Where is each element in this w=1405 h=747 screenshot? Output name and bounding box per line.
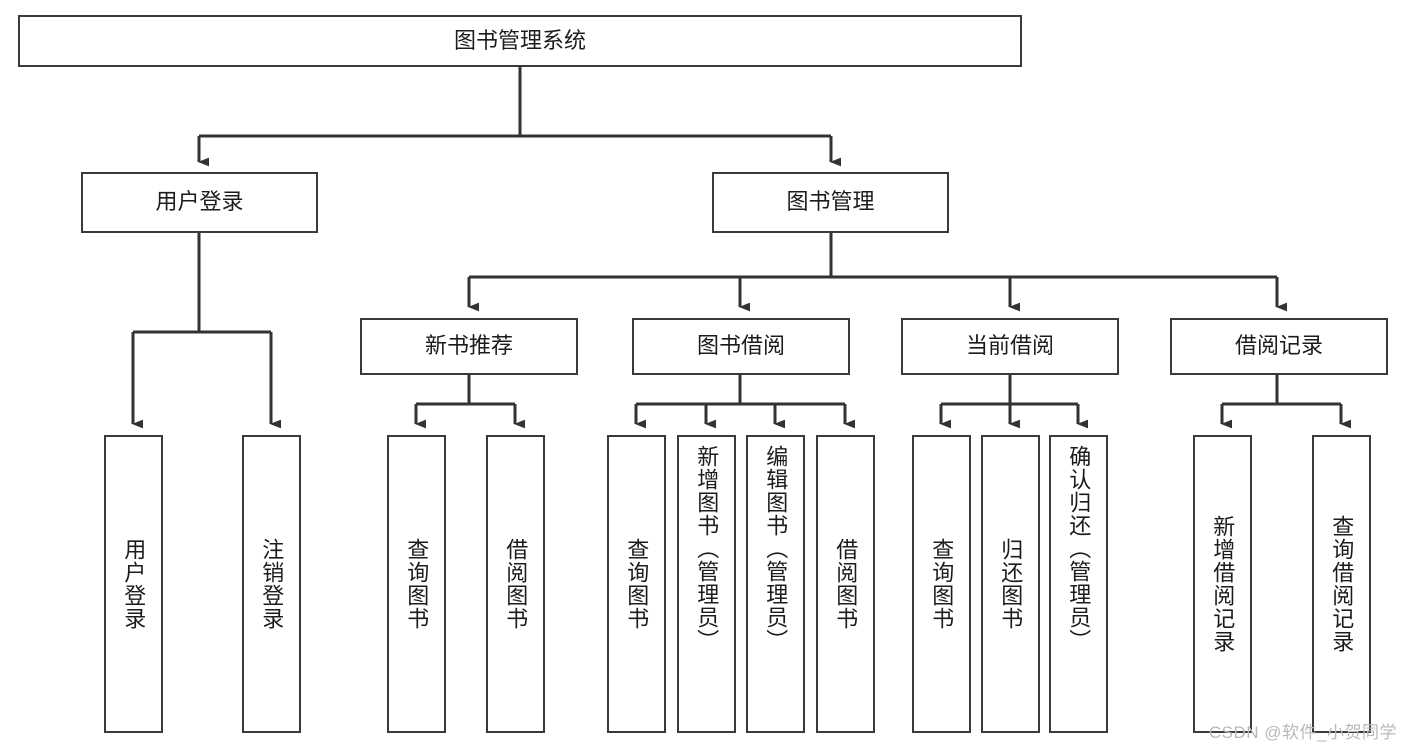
leaf-return-book[interactable]: 归还图书 — [981, 435, 1040, 733]
node-new-book-recommend[interactable]: 新书推荐 — [360, 318, 578, 375]
leaf-edit-book-label: 编辑图书（管理员） — [763, 445, 789, 652]
leaf-user-login-label: 用户登录 — [121, 538, 147, 630]
node-user-login[interactable]: 用户登录 — [81, 172, 318, 233]
leaf-query-book-1[interactable]: 查询图书 — [387, 435, 446, 733]
leaf-query-book-1-label: 查询图书 — [404, 538, 430, 630]
node-book-borrow-label: 图书借阅 — [696, 333, 785, 359]
watermark: CSDN @软件_小贺同学 — [1208, 723, 1397, 742]
leaf-borrow-book-1-label: 借阅图书 — [503, 538, 529, 630]
leaf-query-book-2-label: 查询图书 — [624, 538, 650, 630]
node-borrow-record-label: 借阅记录 — [1234, 333, 1323, 359]
node-borrow-record[interactable]: 借阅记录 — [1170, 318, 1388, 375]
leaf-query-book-3[interactable]: 查询图书 — [912, 435, 971, 733]
leaf-return-book-label: 归还图书 — [998, 538, 1024, 630]
leaf-query-record[interactable]: 查询借阅记录 — [1312, 435, 1371, 733]
leaf-add-book-label: 新增图书（管理员） — [694, 445, 720, 652]
node-book-management-label: 图书管理 — [786, 189, 875, 215]
leaf-add-record-label: 新增借阅记录 — [1210, 515, 1236, 653]
leaf-add-book[interactable]: 新增图书（管理员） — [677, 435, 736, 733]
node-new-book-recommend-label: 新书推荐 — [424, 333, 513, 359]
leaf-borrow-book-2-label: 借阅图书 — [833, 538, 859, 630]
leaf-query-book-2[interactable]: 查询图书 — [607, 435, 666, 733]
leaf-borrow-book-2[interactable]: 借阅图书 — [816, 435, 875, 733]
leaf-logout[interactable]: 注销登录 — [242, 435, 301, 733]
node-current-borrow[interactable]: 当前借阅 — [901, 318, 1119, 375]
leaf-query-book-3-label: 查询图书 — [929, 538, 955, 630]
leaf-confirm-return[interactable]: 确认归还（管理员） — [1049, 435, 1108, 733]
node-book-borrow[interactable]: 图书借阅 — [632, 318, 850, 375]
leaf-query-record-label: 查询借阅记录 — [1329, 515, 1355, 653]
leaf-borrow-book-1[interactable]: 借阅图书 — [486, 435, 545, 733]
node-root-label: 图书管理系统 — [453, 27, 586, 53]
node-user-login-label: 用户登录 — [155, 189, 244, 215]
node-root[interactable]: 图书管理系统 — [18, 15, 1022, 67]
leaf-user-login[interactable]: 用户登录 — [104, 435, 163, 733]
node-current-borrow-label: 当前借阅 — [965, 333, 1054, 359]
leaf-add-record[interactable]: 新增借阅记录 — [1193, 435, 1252, 733]
leaf-logout-label: 注销登录 — [259, 538, 285, 630]
node-book-management[interactable]: 图书管理 — [712, 172, 949, 233]
leaf-edit-book[interactable]: 编辑图书（管理员） — [746, 435, 805, 733]
leaf-confirm-return-label: 确认归还（管理员） — [1066, 445, 1092, 652]
